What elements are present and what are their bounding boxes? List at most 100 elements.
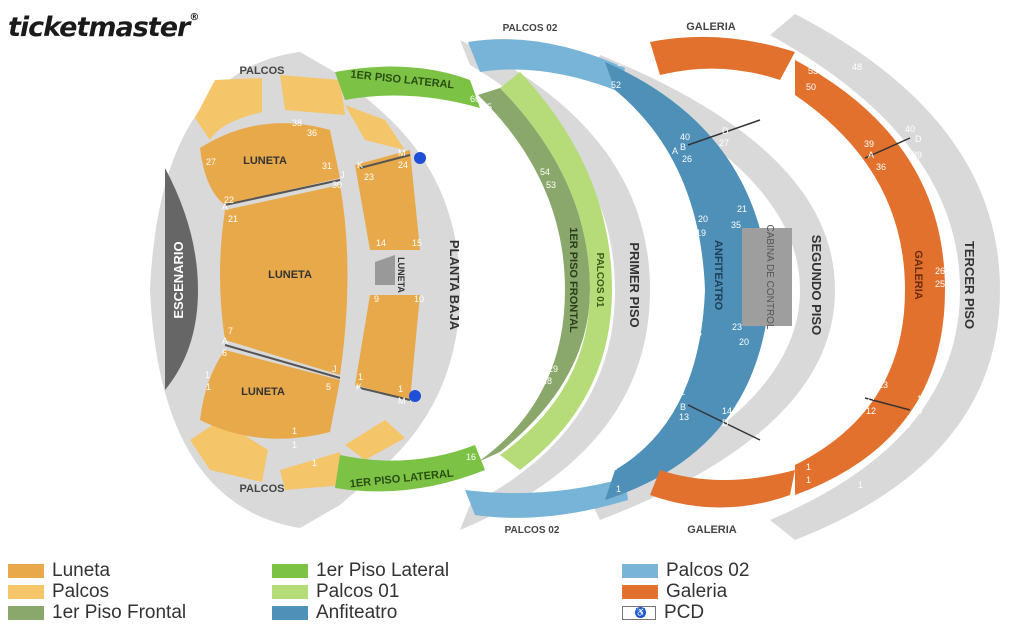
legend-swatch: [622, 584, 658, 599]
seat-label: 21: [228, 214, 238, 224]
frontal-label: 1ER PISO FRONTAL: [567, 227, 579, 333]
seat-label: D: [722, 126, 729, 136]
legend-label: Galeria: [666, 580, 728, 602]
seat-label: 25: [892, 266, 902, 276]
palcos01-label: PALCOS 01: [594, 253, 605, 308]
seat-label: 1: [680, 387, 685, 397]
seat-label: 17: [482, 442, 492, 452]
seat-label: B: [680, 142, 686, 152]
seat-label: 36: [876, 162, 886, 172]
galeria-top-label: GALERIA: [686, 21, 736, 33]
seat-label: 23: [732, 322, 742, 332]
legend-swatch: [622, 563, 658, 578]
seat-label: 1: [358, 372, 363, 382]
legend-swatch: [8, 584, 44, 599]
tercer-piso-aisle: [770, 14, 1000, 540]
seat-label: 66: [470, 94, 480, 104]
palcos-top-section[interactable]: [195, 75, 405, 150]
seat-label: 20: [698, 214, 708, 224]
ticketmaster-logo: ticketmaster®: [8, 12, 199, 43]
seat-label: 12: [866, 406, 876, 416]
seat-label: 7: [228, 326, 233, 336]
seat-label: 40: [905, 124, 915, 134]
seat-label: A: [672, 396, 678, 406]
seat-label: 36: [307, 128, 317, 138]
pcd-icon-bottom: [409, 390, 421, 402]
pcd-icon: ♿: [622, 605, 656, 620]
anfiteatro-section[interactable]: [605, 62, 770, 500]
seat-label: 8: [697, 318, 702, 328]
legend-item: Galeria: [622, 581, 727, 602]
galeria-side-section[interactable]: [795, 60, 945, 495]
seat-label: 24: [398, 160, 408, 170]
seat-label: 7: [752, 100, 757, 110]
seat-label: 13: [878, 380, 888, 390]
legend-label: PCD: [664, 601, 705, 623]
legend-swatch: [272, 563, 308, 578]
galeria-bottom-label: GALERIA: [687, 524, 737, 536]
seat-label: A: [868, 392, 874, 402]
palcos02-bottom-label: PALCOS 02: [505, 525, 560, 536]
palcos02-top-section[interactable]: [468, 39, 625, 92]
legend-item: 1er Piso Frontal: [8, 602, 186, 623]
control-booth: [742, 228, 792, 326]
seat-label: 19: [696, 228, 706, 238]
legend-label: Luneta: [52, 559, 111, 581]
legend-swatch: [8, 605, 44, 620]
galeria-side-label: GALERIA: [912, 250, 924, 300]
palcos-bottom-label: PALCOS: [239, 483, 284, 495]
seat-label: 65: [482, 102, 492, 112]
lateral-top-section[interactable]: [335, 66, 480, 108]
seat-label: 24: [892, 279, 902, 289]
lateral-bottom-section[interactable]: [335, 445, 485, 492]
seat-label: 1: [205, 370, 210, 380]
galeria-top-section[interactable]: [650, 36, 795, 80]
seat-label: D: [916, 406, 923, 416]
seat-label: 6: [760, 446, 765, 456]
seat-label: 57: [617, 58, 627, 68]
palcos02-bottom-section[interactable]: [465, 478, 628, 518]
legend-item: ♿ PCD: [622, 602, 704, 623]
seat-label: B: [680, 402, 686, 412]
seat-label: A: [868, 150, 874, 160]
segundo-piso-aisle: [590, 55, 835, 520]
seat-label: 1: [616, 484, 621, 494]
galeria-bottom-section[interactable]: [650, 470, 795, 508]
stage: [165, 168, 198, 390]
seat-label: 53: [808, 66, 818, 76]
seat-label: H: [767, 110, 774, 120]
seat-label: 16: [466, 452, 476, 462]
seat-label: 53: [546, 180, 556, 190]
seat-label: 1: [806, 475, 811, 485]
palcos-top-label: PALCOS: [239, 65, 284, 77]
seat-label: 7: [697, 332, 702, 342]
luneta-section[interactable]: [200, 123, 420, 439]
primer-piso-label: PRIMER PISO: [627, 242, 642, 327]
seat-label: 1: [612, 462, 617, 472]
legend-item: Anfiteatro: [272, 602, 397, 623]
palcos01-section[interactable]: [500, 72, 612, 470]
palcos02-top-label: PALCOS 02: [503, 23, 558, 34]
palcos-bottom-section[interactable]: [190, 420, 405, 490]
stage-label: ESCENARIO: [171, 241, 186, 318]
seat-label: 54: [540, 167, 550, 177]
venue-seating-map: ESCENARIO PALCOS PALCOS LUNETA LUNETA LU…: [150, 14, 1000, 540]
seat-label: 27: [719, 138, 729, 148]
seat-label: 21: [737, 204, 747, 214]
legend-swatch: [272, 605, 308, 620]
frontal-section[interactable]: [478, 88, 590, 462]
seat-label: M: [398, 148, 406, 158]
primer-piso-aisle: [460, 40, 650, 530]
seat-label: 9: [906, 420, 911, 430]
seat-label: 52: [611, 80, 621, 90]
control-booth-label: CABINA DE CONTROL: [764, 224, 775, 329]
seat-label: 1: [398, 384, 403, 394]
seat-label: 1: [312, 458, 317, 468]
seat-label: 10: [414, 294, 424, 304]
seat-label: K: [357, 160, 363, 170]
luneta-side-label: LUNETA: [396, 257, 406, 293]
seat-label: M: [398, 396, 406, 406]
seat-label: 1: [206, 382, 211, 392]
